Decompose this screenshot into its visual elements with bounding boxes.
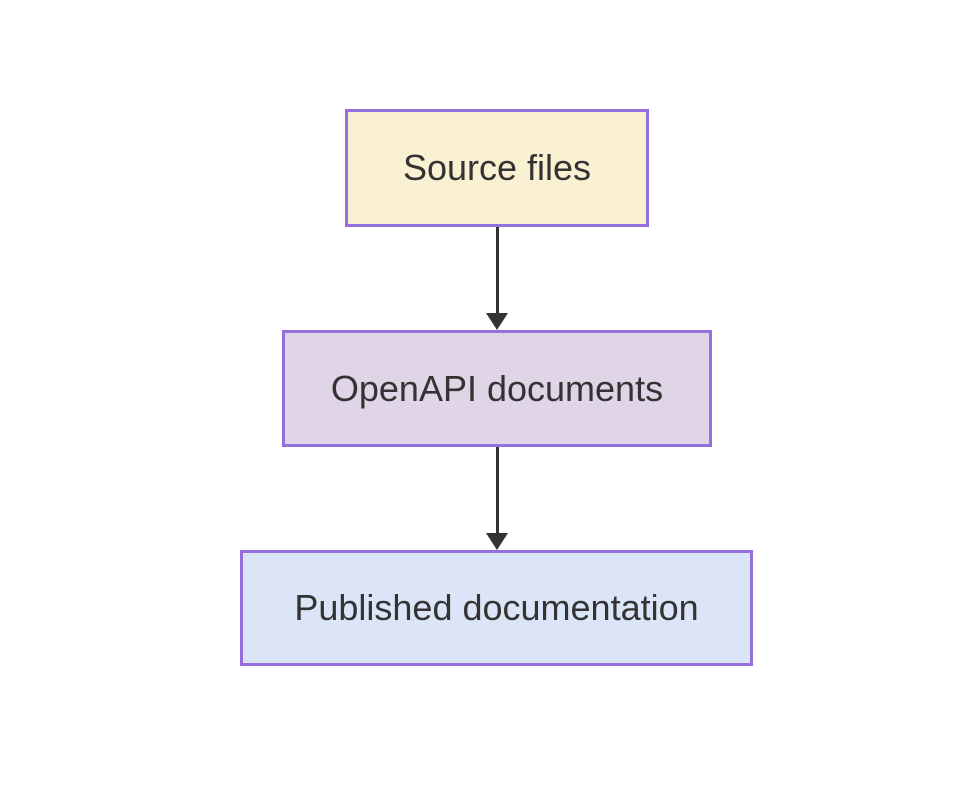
node-published-documentation-label: Published documentation <box>294 587 699 629</box>
arrowhead-down-icon <box>486 533 508 550</box>
node-openapi-documents-label: OpenAPI documents <box>330 367 664 409</box>
edge-source-to-openapi <box>485 227 509 330</box>
node-openapi-documents: OpenAPI documents <box>282 330 712 447</box>
node-published-documentation: Published documentation <box>240 550 753 666</box>
node-source-files-label: Source files <box>402 147 592 189</box>
node-source-files: Source files <box>345 109 649 227</box>
edge-line <box>495 227 499 313</box>
edge-openapi-to-published <box>485 447 509 550</box>
arrowhead-down-icon <box>486 313 508 330</box>
edge-line <box>495 447 499 533</box>
